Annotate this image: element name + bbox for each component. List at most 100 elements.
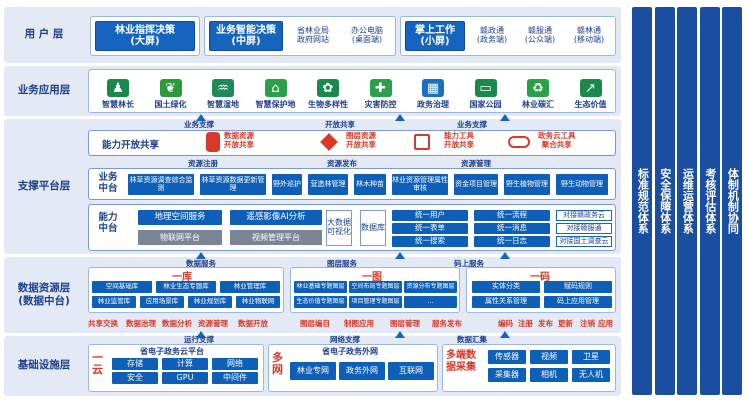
collect-item[interactable]: 采集器 [488,368,526,382]
unified-service[interactable]: 统一流程 [474,210,550,221]
net-platform-title: 省电子政务外网 [322,347,378,356]
lib-item[interactable]: 应用场景库 [140,296,184,308]
code-item[interactable]: 码上应用管理 [544,296,612,308]
lib-item[interactable]: 林业管理库 [220,281,280,293]
unified-service[interactable]: 统一日志 [474,236,550,247]
code-item[interactable]: 属性关系管理 [472,296,540,308]
cloud-item[interactable]: 网络 [212,358,258,370]
mobile-work-small-screen[interactable]: 掌上工作 (小屏) [405,21,465,51]
g2-title: 业务智能决策 [216,24,276,36]
map-item[interactable]: 项目管理专题图层 [349,296,402,308]
biz-item[interactable]: 野生植物管理 [504,174,550,195]
collect-item[interactable]: 卫星 [572,350,610,364]
collect-item[interactable]: 无人机 [572,368,610,382]
unified-service[interactable]: 统一搜索 [392,236,468,247]
data-op-label: 数据分析 [162,319,192,328]
cap1[interactable]: 数据资源 开放共享 [224,131,254,149]
app-icon: ♻ [527,79,549,97]
biz-item[interactable]: 林业资源管理属性审核 [392,174,448,195]
unified-service[interactable]: 统一用户 [392,210,468,221]
cap2[interactable]: 图层资源 开放共享 [346,131,376,149]
collect-item[interactable]: 传感器 [488,350,526,364]
unified-service[interactable]: 统一消息 [474,223,550,234]
pillar: 标准规范体系 [632,7,652,395]
geo-service[interactable]: 地理空间服务 [138,210,222,225]
code-op-label: 注册 [518,319,533,328]
lib-item[interactable]: 林业生态专题库 [156,281,216,293]
app-label: 生态价值 [574,100,607,109]
app-icon: ⌂ [264,79,287,97]
net-item[interactable]: 林业专网 [290,362,336,380]
ganzhengtong[interactable]: 赣政通 (政务端) [469,21,515,51]
net-item[interactable]: 互联网 [388,362,434,380]
app-item[interactable]: ♟智慧林长 [92,72,144,110]
app-item[interactable]: ⌂智慧保护地 [250,72,302,110]
biz-item[interactable]: 林木种苗 [354,174,386,195]
cap3[interactable]: 能力工具 开放共享 [444,131,474,149]
collect-item[interactable]: 视频 [530,350,568,364]
map-item[interactable]: 林业基础专题图层 [294,281,347,293]
dock-service[interactable]: 对接国土调查云 [556,236,612,247]
code-item[interactable]: 赋码规则 [544,281,612,293]
biz-item[interactable]: 林草资源调查综合监测 [128,174,194,195]
cap1b: 开放共享 [224,140,254,149]
biz-item[interactable]: 野生动物管理 [556,174,608,195]
lib-item[interactable]: 空间基础库 [92,281,152,293]
app-item[interactable]: ❦国土绿化 [145,72,197,110]
app-item[interactable]: ♻林业碳汇 [512,72,564,110]
unified-service[interactable]: 统一表单 [392,223,468,234]
cap4a: 政务云工具 [538,131,576,140]
cloud-item[interactable]: 中间件 [212,372,258,384]
g1-title: 林业指挥决策 [115,24,175,36]
lib-item[interactable]: 林业监管库 [92,296,136,308]
app-item[interactable]: ▦政务治理 [407,72,459,110]
lib-item[interactable]: 林业物联网 [236,296,280,308]
collect-item[interactable]: 相机 [530,368,568,382]
cloud-item[interactable]: 存储 [112,358,158,370]
command-decision-big-screen[interactable]: 林业指挥决策 (大屏) [95,21,195,51]
data-service-label-3: 码上服务 [454,259,484,268]
cap4[interactable]: 政务云工具 聚合共享 [538,131,576,149]
g3-a2: (政务端) [476,35,508,44]
biz-item[interactable]: 资金项目管理 [454,174,498,195]
layer-op-label: 制图应用 [344,319,374,328]
bigdata-visualization[interactable]: 大数据可视化 [326,210,352,246]
biz-item[interactable]: 林草资源数据更新管理 [200,174,266,195]
cloud-item[interactable]: 计算 [162,358,208,370]
business-decision-mid-screen[interactable]: 业务智能决策 (中屏) [209,21,283,51]
cap3a: 能力工具 [444,131,474,140]
app-item[interactable]: ✿生物多样性 [302,72,354,110]
iot-platform[interactable]: 物联网平台 [138,230,222,245]
app-icon: ✿ [317,79,339,97]
cloud-item[interactable]: GPU [162,372,208,384]
database-icon [206,132,220,152]
map-item[interactable]: 空间布局专题图层 [349,281,402,293]
office-desktop[interactable]: 办公电脑 (桌面端) [341,21,393,51]
g2-sub: (中屏) [231,36,261,47]
map-item[interactable]: ... [404,296,457,308]
app-item[interactable]: ▭国家公园 [460,72,512,110]
ganlintong[interactable]: 赣林通 (移动端) [565,21,613,51]
biz-title: 业务中台 [98,172,118,195]
map-item[interactable]: 资源分布专题图层 [404,281,457,293]
database[interactable]: 数据库 [360,210,386,246]
dock-service[interactable]: 对接赣服通 [556,223,612,234]
code-item[interactable]: 实体分类 [472,281,540,293]
app-item[interactable]: ↗生态价值 [565,72,617,110]
app-item[interactable]: ✚灾害防控 [355,72,407,110]
ganfutong[interactable]: 赣服通 (公众端) [517,21,563,51]
forestry-gov-site[interactable]: 省林业局 政府网站 [287,21,339,51]
dock-service[interactable]: 对接赣政务云 [556,210,612,221]
video-platform[interactable]: 视频管理平台 [230,230,322,245]
biz-item[interactable]: 野外巡护 [272,174,302,195]
lib-item[interactable]: 林业规划库 [188,296,232,308]
cloud-item[interactable]: 安全 [112,372,158,384]
biz-item[interactable]: 营造林管理 [308,174,348,195]
user-group-big: 林业指挥决策 (大屏) [90,16,200,56]
net-item[interactable]: 政务外网 [339,362,385,380]
arrow-up-6 [500,252,510,259]
rs-ai-analysis[interactable]: 遥感影像AI分析 [230,210,322,225]
map-item[interactable]: 生态价值专题图层 [294,296,347,308]
app-item[interactable]: ♒智慧湿地 [197,72,249,110]
data-service-label-1: 数据服务 [186,259,216,268]
